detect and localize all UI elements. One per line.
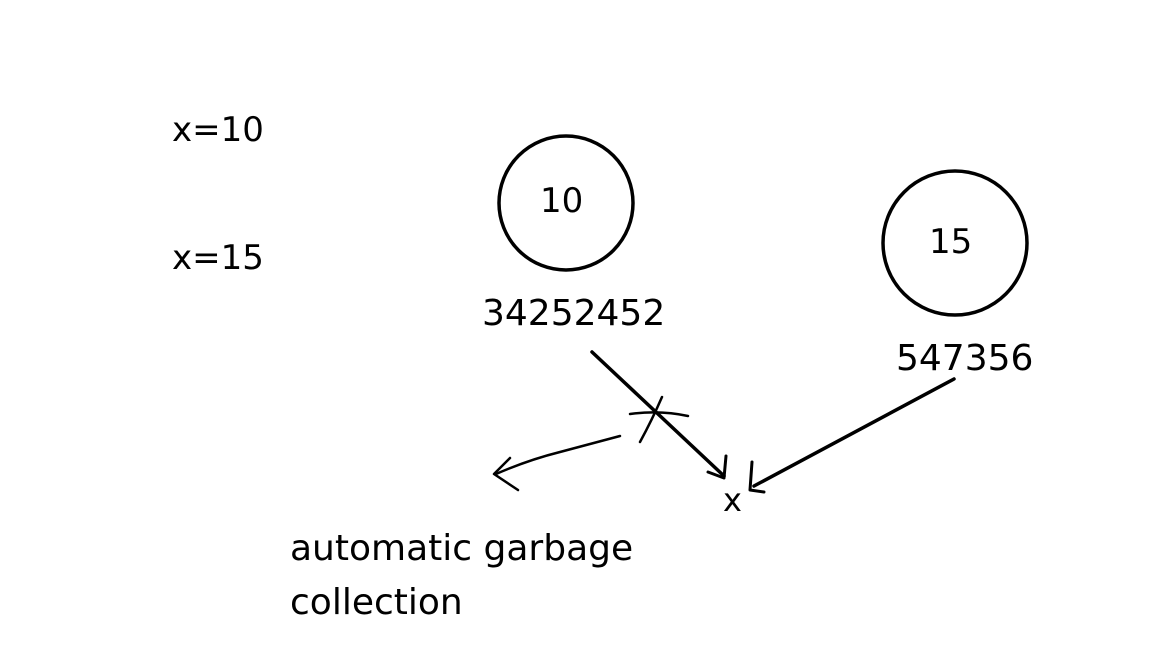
object-address-15: 547356 — [896, 338, 1034, 379]
object-address-10: 34252452 — [482, 293, 666, 334]
statement-x-equals-15: x=15 — [172, 238, 264, 278]
object-value-10: 10 — [540, 181, 584, 221]
variable-x: x — [723, 481, 742, 519]
object-circle-10 — [497, 134, 635, 272]
object-circle-15 — [881, 169, 1029, 317]
new-reference-arrow — [748, 377, 956, 494]
cross-mark — [628, 395, 690, 444]
statement-x-equals-10: x=10 — [172, 110, 264, 150]
garbage-collection-arrow — [492, 434, 622, 492]
garbage-collection-label: automatic garbage collection — [290, 528, 634, 623]
old-reference-arrow — [590, 350, 728, 480]
object-value-15: 15 — [929, 222, 973, 262]
